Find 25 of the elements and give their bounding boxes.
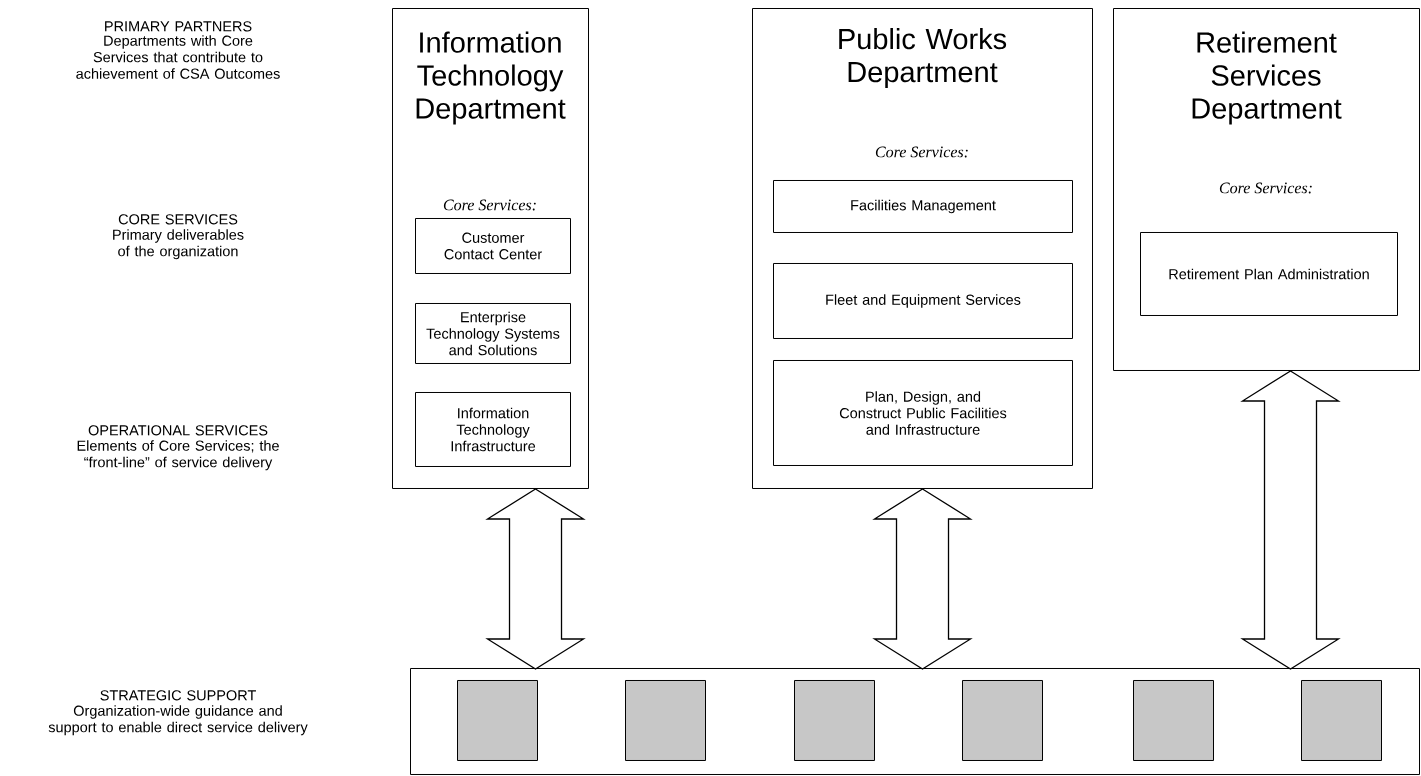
side-description: Elements of Core Services; the “front-line” of service delivery <box>77 440 279 471</box>
textured-square <box>794 680 875 761</box>
service-box: Fleet and Equipment Services <box>773 263 1073 339</box>
service-box: Customer Contact Center <box>415 218 571 274</box>
side-heading: PRIMARY PARTNERS <box>105 21 252 32</box>
side-description: Organization-wide guidance and support to enable direct service delivery <box>48 705 308 736</box>
textured-square <box>625 680 706 761</box>
service-box: Information Technology Infrastructure <box>415 392 571 467</box>
service-box: Enterprise Technology Systems and Solutions <box>415 303 571 364</box>
side-description: Primary deliverables of the organization <box>113 229 244 260</box>
double-arrow <box>485 488 586 670</box>
textured-square <box>1133 680 1214 761</box>
side-heading: CORE SERVICES <box>118 214 238 225</box>
textured-square <box>962 680 1043 761</box>
textured-square <box>457 680 538 761</box>
side-description: Departments with Core Services that contribute to achievement of CSA Outcomes <box>76 35 280 79</box>
double-arrow <box>872 488 973 670</box>
textured-square <box>1301 680 1382 761</box>
side-heading: STRATEGIC SUPPORT <box>100 690 256 701</box>
support-panel <box>410 668 1420 775</box>
double-arrow <box>1240 370 1341 670</box>
service-box: Facilities Management <box>773 180 1073 233</box>
service-box: Plan, Design, and Construct Public Facilities and Infrastructure <box>773 360 1073 466</box>
service-box: Retirement Plan Administration <box>1140 232 1398 316</box>
side-heading: OPERATIONAL SERVICES <box>88 425 268 436</box>
